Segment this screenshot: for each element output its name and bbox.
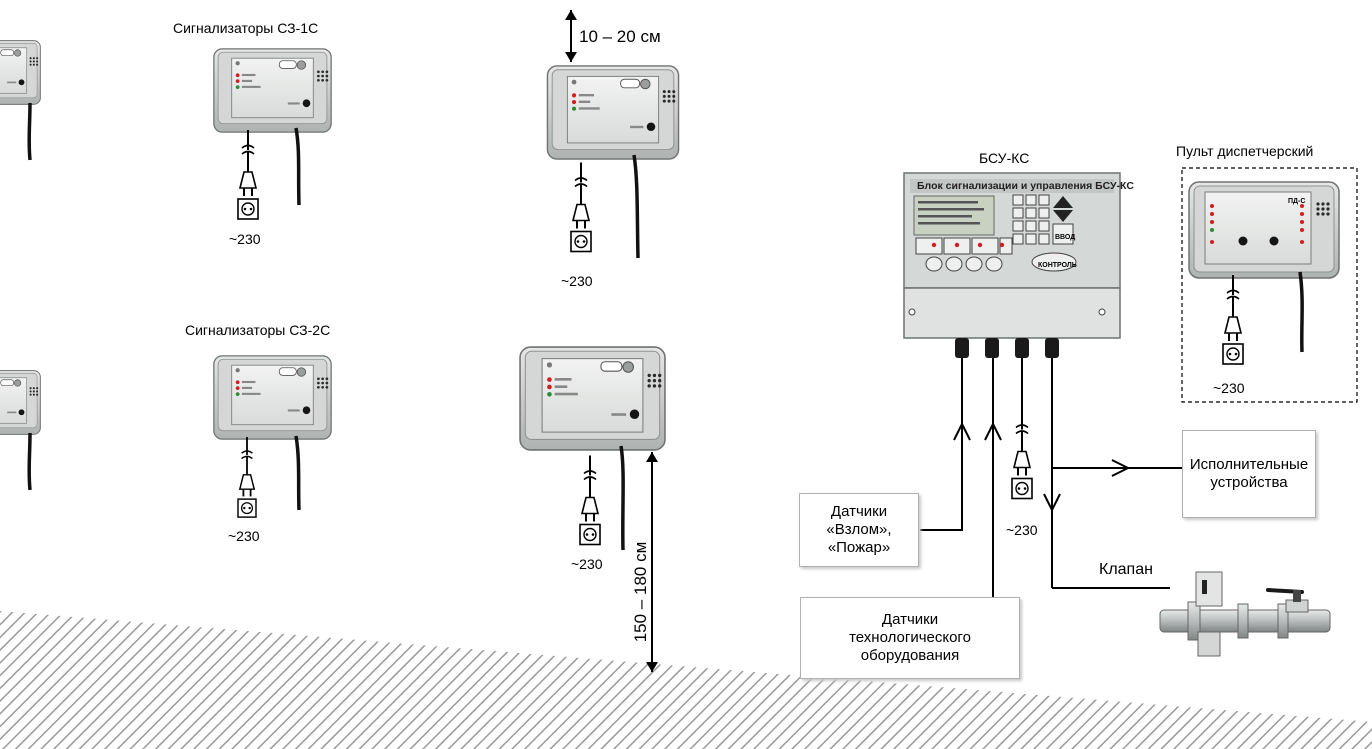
dispatcher-dashed-frame xyxy=(1181,167,1358,403)
power-label-3: ~230 xyxy=(228,528,260,544)
sz1c-title: Сигнализаторы СЗ-1С xyxy=(173,20,319,36)
sensors-break-line1: Датчики xyxy=(830,503,888,520)
bsu-ks-unit xyxy=(903,172,1121,358)
bsu-control-key: КОНТРОЛЬ xyxy=(1038,262,1077,269)
sensors-break-box: Датчики «Взлом», «Пожар» xyxy=(799,493,919,567)
actuators-line1: Исполнительные xyxy=(1189,456,1309,473)
dispatcher-model: ПД-С xyxy=(1288,198,1306,205)
height-bottom-label: 150 – 180 см xyxy=(631,541,650,643)
sz2c-title: Сигнализаторы СЗ-2С xyxy=(185,322,331,338)
bsu-wiring xyxy=(920,358,1182,598)
partial-detector-bottom xyxy=(0,370,42,491)
sensors-break-line2: «Взлом», xyxy=(826,521,892,538)
sensors-tech-line1: Датчики xyxy=(881,611,939,628)
power-label-4: ~230 xyxy=(571,556,603,572)
dispatcher-title: Пульт диспетчерский xyxy=(1176,143,1314,159)
valve-label: Клапан xyxy=(1099,561,1153,578)
bsu-enter-key: ВВОД xyxy=(1055,234,1076,241)
height-top-label: 10 – 20 см xyxy=(579,27,661,46)
sensors-tech-box: Датчики технологического оборудования xyxy=(800,597,1020,679)
power-label-5: ~230 xyxy=(1006,522,1038,538)
bsu-title: БСУ-КС xyxy=(979,150,1030,166)
floor-hatch xyxy=(0,611,1372,749)
bsu-power-plug xyxy=(1010,408,1034,500)
sensors-break-line3: «Пожар» xyxy=(827,539,891,556)
actuators-line2: устройства xyxy=(1210,474,1288,491)
actuators-box: Исполнительные устройства xyxy=(1182,430,1316,518)
sensors-tech-line2: технологического xyxy=(849,629,971,646)
bsu-panel-header: Блок сигнализации и управления БСУ-КС xyxy=(917,180,1134,192)
power-label-1: ~230 xyxy=(229,231,261,247)
sz2c-detector-2 xyxy=(519,346,666,551)
valve-graphic xyxy=(1159,571,1331,657)
dispatcher-panel xyxy=(1188,181,1340,365)
power-label-6: ~230 xyxy=(1213,380,1245,396)
wire-arrows xyxy=(953,421,1131,513)
sensors-tech-line3: оборудования xyxy=(860,647,960,664)
sz2c-detector-1 xyxy=(213,355,332,519)
power-label-2: ~230 xyxy=(561,273,593,289)
sz1c-detector-2 xyxy=(546,65,680,259)
sz1c-detector-1 xyxy=(213,48,332,220)
partial-detector-top xyxy=(0,40,42,161)
